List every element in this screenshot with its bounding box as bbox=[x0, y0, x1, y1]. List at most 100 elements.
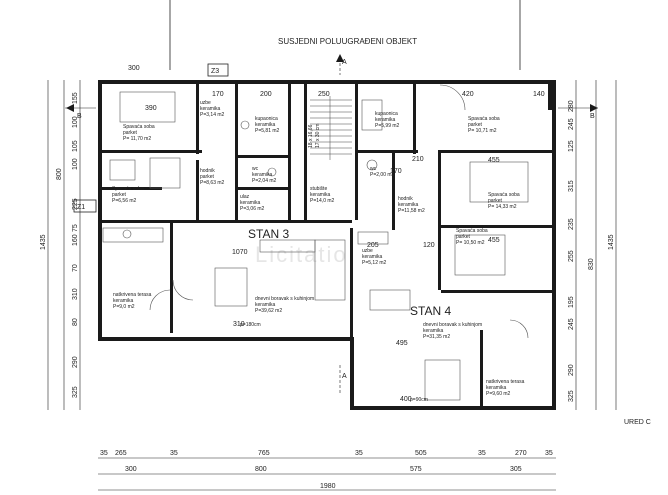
room-label-r15: uzbe bbox=[362, 248, 373, 254]
room-label-r7: ulaz bbox=[240, 194, 250, 200]
bottom-dim-1: 35 bbox=[545, 450, 553, 457]
inner-dim: 170 bbox=[212, 91, 224, 98]
right-dim-inner: 325 bbox=[568, 390, 575, 402]
inner-dim: 210 bbox=[412, 156, 424, 163]
bottom-dim-1: 270 bbox=[515, 450, 527, 457]
right-dim-inner: 245 bbox=[568, 318, 575, 330]
inner-dim: 205 bbox=[367, 242, 379, 249]
room-label-r2: P=6,56 m2 bbox=[112, 198, 137, 204]
bottom-dim-2: 305 bbox=[510, 466, 522, 473]
right-dim-inner: 245 bbox=[568, 118, 575, 130]
watermark: Licitatio bbox=[255, 242, 348, 267]
room-label-r19: keramika bbox=[486, 385, 507, 391]
inner-dim: 455 bbox=[488, 157, 500, 164]
left-dim-inner: 105 bbox=[72, 140, 79, 152]
inner-dim: 420 bbox=[462, 91, 474, 98]
tag-z3: Z3 bbox=[211, 68, 219, 75]
section-a-bottom: A bbox=[342, 373, 347, 380]
room-label-r8: keramika bbox=[310, 192, 331, 198]
bottom-dim-2: 800 bbox=[255, 466, 267, 473]
room-label-r17: P=39,62 m2 bbox=[255, 308, 282, 314]
room-label-r3: hodnik bbox=[200, 168, 215, 174]
room-label-r17: keramika bbox=[255, 302, 276, 308]
unit-stan3: STAN 3 bbox=[248, 227, 289, 241]
room-label-r12: Spavaća soba bbox=[468, 116, 500, 122]
room-label-r10: P=2,00 m2 bbox=[370, 172, 395, 178]
bottom-dim-1: 265 bbox=[115, 450, 127, 457]
room-label-r1: P= 11,70 m2 bbox=[123, 136, 151, 142]
left-dim-inner: 100 bbox=[72, 158, 79, 170]
height-note-1: p=180cm bbox=[240, 322, 261, 328]
section-line-a: A A bbox=[336, 54, 347, 395]
room-label-r7: keramika bbox=[240, 200, 261, 206]
room-label-r1: parket bbox=[123, 130, 138, 136]
bottom-dim-1: 765 bbox=[258, 450, 270, 457]
right-dim-outer: 830 bbox=[588, 258, 595, 270]
room-label-r18: dnevni boravak s kuhinjom bbox=[423, 322, 482, 328]
inner-dim: 120 bbox=[423, 242, 435, 249]
room-label-r5: P=5,81 m2 bbox=[255, 128, 280, 134]
right-dim-inner: 255 bbox=[568, 250, 575, 262]
room-label-r16: P=9,0 m2 bbox=[113, 304, 135, 310]
right-dim-inner: 280 bbox=[568, 100, 575, 112]
room-label-r3: parket bbox=[200, 174, 215, 180]
room-label-r3: P=8,63 m2 bbox=[200, 180, 225, 186]
inner-dim: 455 bbox=[488, 237, 500, 244]
height-note-2: p=90cm bbox=[410, 397, 428, 403]
room-label-r6: wc bbox=[252, 166, 259, 172]
inner-dim: 310 bbox=[233, 321, 245, 328]
room-label-r19: P=9,60 m2 bbox=[486, 391, 511, 397]
neighbor-label: SUSJEDNI POLUUGRAĐENI OBJEKT bbox=[278, 37, 417, 46]
room-label-r9: P=5,99 m2 bbox=[375, 123, 400, 129]
right-dim-inner: 125 bbox=[568, 140, 575, 152]
room-label-r10: wc bbox=[370, 166, 377, 172]
room-label-r13: Spavaća soba bbox=[488, 192, 520, 198]
right-dim-inner: 195 bbox=[568, 296, 575, 308]
left-dim-inner: 100 bbox=[72, 116, 79, 128]
stair-text-line: 18 x 16,66 bbox=[308, 124, 314, 148]
room-label-r9: keramika bbox=[375, 117, 396, 123]
right-dim-inner: 315 bbox=[568, 180, 575, 192]
room-label-r13: P= 14,33 m2 bbox=[488, 204, 517, 210]
left-dim-mid: 800 bbox=[56, 168, 63, 180]
left-dim-inner: 225 bbox=[72, 198, 79, 210]
room-label-r16: keramika bbox=[113, 298, 134, 304]
room-label-r6: keramika bbox=[252, 172, 273, 178]
right-dimensions: 280 245 125 315 235 255 195 245 290 325 830 1435 bbox=[568, 80, 617, 410]
bottom-dim-1: 35 bbox=[478, 450, 486, 457]
left-dim-inner: 155 bbox=[72, 92, 79, 104]
room-label-r11: keramika bbox=[398, 202, 419, 208]
section-a-top: A bbox=[342, 59, 347, 66]
room-label-r9: kupaonica bbox=[375, 111, 398, 117]
left-dim-inner: 290 bbox=[72, 356, 79, 368]
room-label-r16: natkrivena terasa bbox=[113, 292, 152, 298]
right-dim-outer: 1435 bbox=[608, 234, 615, 250]
inner-dim: 170 bbox=[390, 168, 402, 175]
inner-dim: 495 bbox=[396, 340, 408, 347]
room-label-r8: P=14,0 m2 bbox=[310, 198, 335, 204]
room-label-r4: keramika bbox=[200, 106, 221, 112]
bottom-dim-1: 35 bbox=[100, 450, 108, 457]
inner-dim: 200 bbox=[260, 91, 272, 98]
left-dim-inner: 80 bbox=[72, 318, 79, 326]
room-label-r8: stubište bbox=[310, 186, 327, 192]
right-dim-inner: 235 bbox=[568, 218, 575, 230]
section-b-left: B bbox=[77, 113, 82, 120]
section-b-right: B bbox=[590, 113, 595, 120]
inner-dim: 250 bbox=[318, 91, 330, 98]
room-label-r11: P=11,58 m2 bbox=[398, 208, 425, 214]
bottom-dim-1: 505 bbox=[415, 450, 427, 457]
right-dim-inner: 290 bbox=[568, 364, 575, 376]
room-label-r7: P=3,06 m2 bbox=[240, 206, 265, 212]
left-dim-inner: 75 bbox=[72, 224, 79, 232]
room-label-r19: natkrivena terasa bbox=[486, 379, 525, 385]
room-label-r18: keramika bbox=[423, 328, 444, 334]
bottom-dim-1: 35 bbox=[355, 450, 363, 457]
room-label-r1: Spavaća soba bbox=[123, 124, 155, 130]
section-line-b: B B bbox=[65, 104, 598, 120]
left-dim-outer: 1435 bbox=[40, 234, 47, 250]
